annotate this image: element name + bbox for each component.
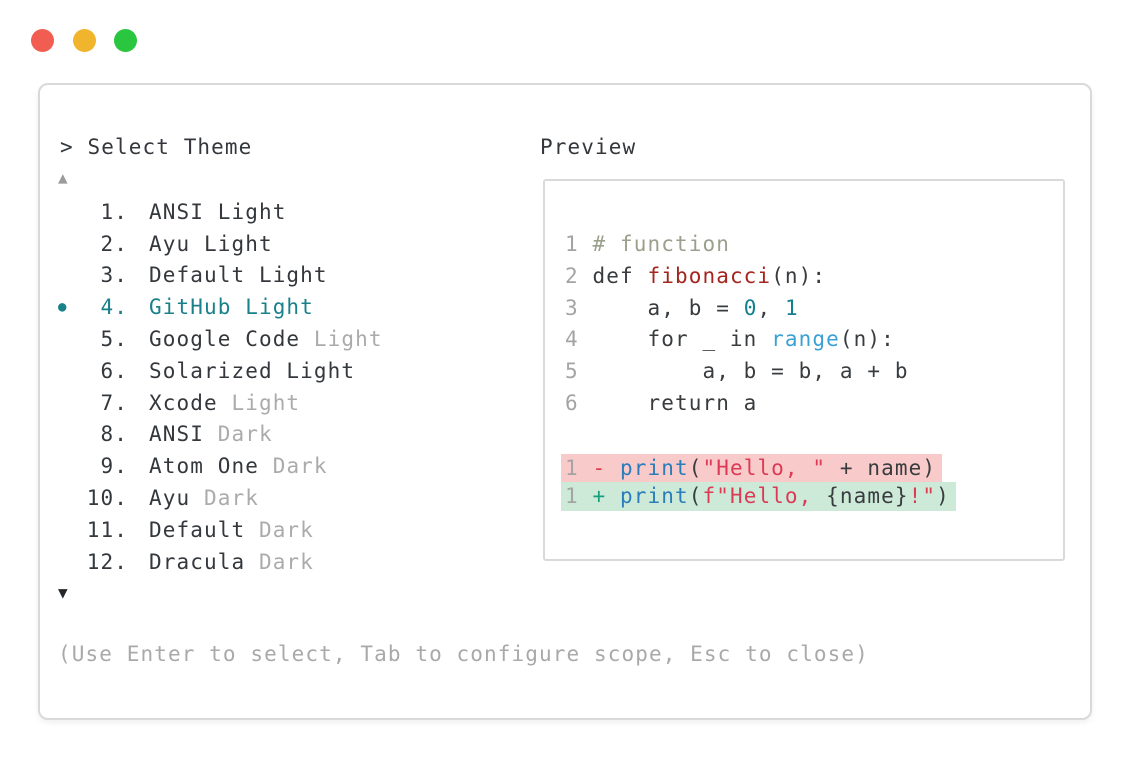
theme-item-variant: Dark — [245, 517, 314, 542]
select-theme-prompt: > Select Theme — [60, 135, 253, 159]
theme-item-5[interactable]: 5. Google Code Light — [40, 323, 530, 355]
code-line-6: 6 return a — [565, 390, 758, 415]
theme-item-number: 6. — [100, 358, 128, 383]
diff-line-removed: 1 - print("Hello, " + name) — [561, 453, 956, 483]
theme-item-number: 8. — [100, 422, 128, 447]
zoom-window-icon[interactable] — [114, 29, 137, 52]
theme-item-number: 1. — [100, 199, 128, 224]
minimize-window-icon[interactable] — [73, 29, 96, 52]
close-window-icon[interactable] — [31, 29, 54, 52]
theme-item-label: ANSI Light — [149, 199, 287, 224]
scroll-down-icon[interactable]: ▼ — [58, 583, 68, 602]
theme-item-number: 12. — [86, 549, 128, 574]
theme-item-label: Default Light — [149, 263, 328, 288]
preview-label: Preview — [540, 135, 637, 159]
theme-item-8[interactable]: 8. ANSI Dark — [40, 419, 530, 451]
diff-line-added: 1 + print(f"Hello, {name}!") — [561, 482, 956, 511]
theme-item-label: Dracula Dark — [149, 549, 314, 574]
theme-item-3[interactable]: 3. Default Light — [40, 260, 530, 292]
line-number: 5 — [565, 359, 593, 384]
line-number: 1 — [565, 455, 593, 480]
footer-hint: (Use Enter to select, Tab to configure s… — [58, 642, 869, 666]
theme-item-number: 3. — [100, 263, 128, 288]
theme-item-label: GitHub Light — [149, 295, 314, 320]
code-line-3: 3 a, b = 0, 1 — [565, 295, 799, 320]
theme-item-number: 11. — [86, 517, 128, 542]
preview-pane: 1 # function 2 def fibonacci(n): 3 a, b = … — [543, 179, 1065, 561]
line-number: 2 — [565, 263, 593, 288]
theme-list: 1. ANSI Light 2. Ayu Light 3. Default Light ● 4… — [40, 196, 530, 578]
theme-item-6[interactable]: 6. Solarized Light — [40, 355, 530, 387]
theme-item-label: Solarized Light — [149, 358, 356, 383]
theme-item-number: 7. — [100, 390, 128, 415]
theme-item-label: Default Dark — [149, 517, 314, 542]
line-number: 4 — [565, 327, 593, 352]
theme-item-number: 2. — [100, 231, 128, 256]
scroll-up-icon[interactable]: ▲ — [58, 168, 68, 187]
line-number: 1 — [565, 484, 593, 509]
code-line-2: 2 def fibonacci(n): — [565, 263, 827, 288]
theme-item-label: Ayu Light — [149, 231, 273, 256]
theme-item-11[interactable]: 11. Default Dark — [40, 514, 530, 546]
code-line-1: 1 # function — [565, 232, 730, 256]
theme-picker-window: > Select Theme Preview ▲ 1. ANSI Light 2. A… — [38, 83, 1092, 720]
theme-item-label: Xcode Light — [149, 390, 301, 415]
code-line-4: 4 for _ in range(n): — [565, 327, 895, 352]
theme-item-variant: Dark — [203, 422, 273, 447]
theme-item-variant: Dark — [190, 486, 259, 511]
theme-item-number: 5. — [100, 327, 128, 352]
theme-item-number: 9. — [100, 454, 128, 479]
theme-item-label: Google Code Light — [149, 327, 383, 352]
theme-item-variant: Dark — [258, 454, 328, 479]
theme-item-label: Atom One Dark — [149, 454, 328, 479]
theme-item-1[interactable]: 1. ANSI Light — [40, 196, 530, 228]
theme-item-number: 10. — [86, 486, 128, 511]
theme-item-12[interactable]: 12. Dracula Dark — [40, 546, 530, 578]
theme-item-9[interactable]: 9. Atom One Dark — [40, 450, 530, 482]
theme-item-label: Ayu Dark — [149, 486, 259, 511]
theme-item-label: ANSI Dark — [149, 422, 273, 447]
theme-item-10[interactable]: 10. Ayu Dark — [40, 482, 530, 514]
theme-item-variant: Dark — [245, 549, 314, 574]
line-number: 1 — [565, 232, 593, 256]
theme-item-7[interactable]: 7. Xcode Light — [40, 387, 530, 419]
theme-item-variant: Light — [217, 390, 301, 415]
line-number: 6 — [565, 390, 593, 415]
line-number: 3 — [565, 295, 593, 320]
theme-item-variant: Light — [300, 327, 383, 352]
theme-item-4[interactable]: ● 4. GitHub Light — [40, 291, 530, 323]
code-line-5: 5 a, b = b, a + b — [565, 359, 909, 384]
code-preview: 1 # function 2 def fibonacci(n): 3 a, b = … — [561, 229, 956, 511]
selected-bullet-icon: ● — [58, 299, 67, 316]
theme-item-number: 4. — [100, 295, 128, 320]
theme-item-2[interactable]: 2. Ayu Light — [40, 228, 530, 260]
